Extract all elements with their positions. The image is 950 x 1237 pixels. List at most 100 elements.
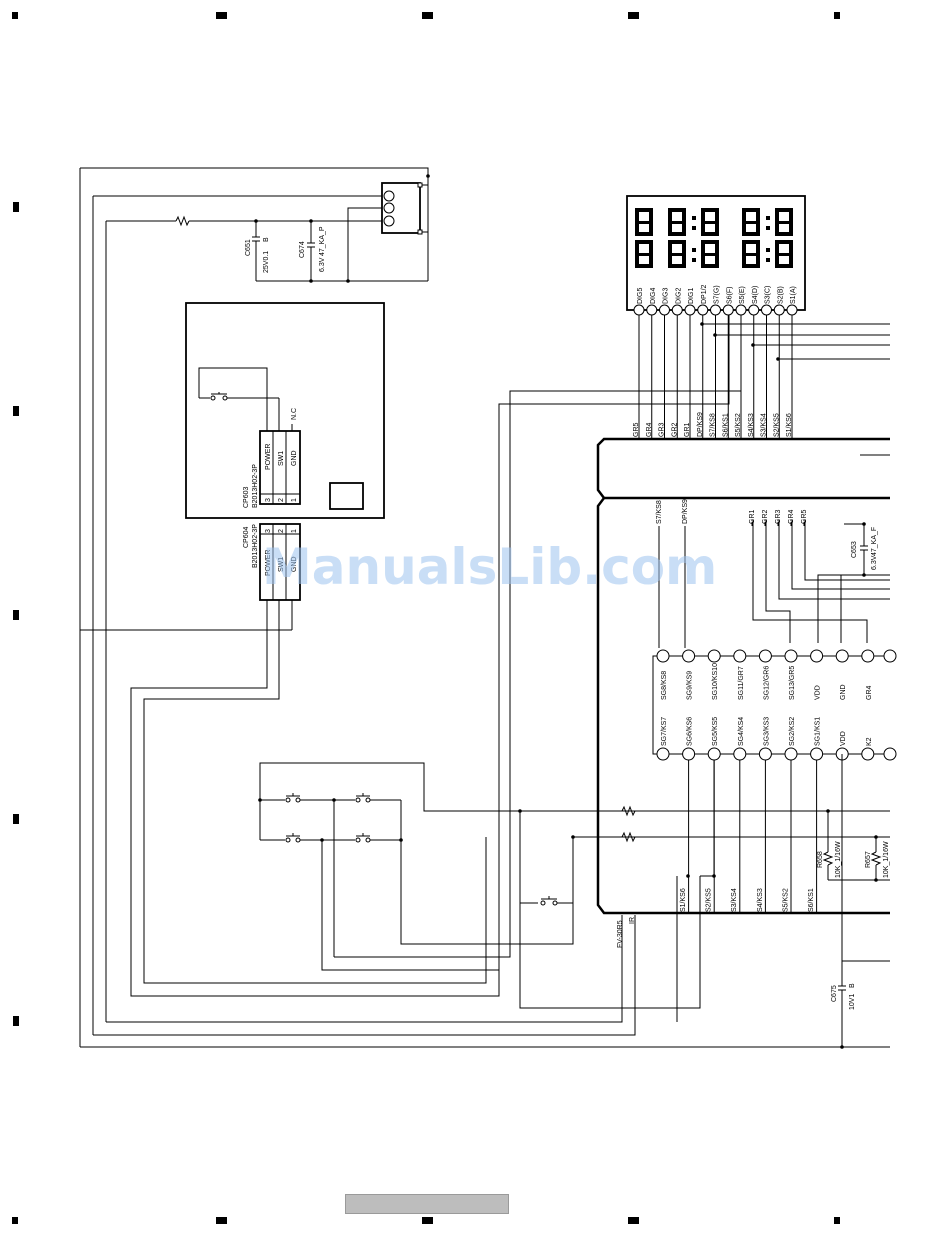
display-colon	[692, 226, 696, 230]
bus-top-label: GR1	[749, 510, 756, 525]
r657-ref: R657	[865, 851, 872, 868]
ic-bottom-pin-label: SG1/KS1	[815, 717, 822, 746]
cp604-signal-1: POWER	[265, 550, 272, 576]
bus-top-label: DP/KS9	[682, 499, 689, 524]
ic-top-pin-label: SG9/KS9	[687, 671, 694, 700]
cp603-name: CP603	[243, 486, 250, 508]
display-segment-gap	[670, 221, 684, 224]
display-segment	[668, 232, 686, 236]
display-colon	[766, 248, 770, 252]
display-pin	[710, 304, 721, 316]
display-segment	[701, 232, 719, 236]
ic-top-pin	[707, 649, 721, 663]
cp603-pin-1: 1	[291, 498, 298, 502]
power-switch-board	[185, 302, 385, 519]
cp604-part: B2013H02-3P	[252, 524, 259, 568]
display-pin	[697, 304, 709, 316]
ic-bottom-pin-label: SG7/KS7	[661, 717, 668, 746]
outer-wiring	[79, 167, 890, 1048]
display-pin	[722, 304, 734, 316]
page-footer-bar	[345, 1194, 509, 1214]
display-segment-gap	[637, 253, 651, 256]
display-pin-label: S2(B)	[777, 286, 784, 304]
display-pin	[633, 304, 645, 316]
display-pin	[735, 304, 747, 316]
display-segment	[742, 264, 760, 268]
display-pin-label: DIG4	[650, 288, 657, 304]
power-input-block	[106, 174, 430, 283]
c675-value: 10V1	[849, 994, 856, 1010]
display-pin	[646, 304, 658, 316]
display-pin-label: S3(C)	[765, 286, 772, 304]
ic-bottom-pin	[682, 747, 696, 761]
display-segment	[635, 232, 653, 236]
ic-top-pin-label: GND	[840, 684, 847, 700]
ic-top-pin	[733, 649, 747, 663]
ic-top-pin	[784, 649, 798, 663]
display-net-label: GR5	[633, 423, 640, 438]
display-pin	[748, 304, 760, 316]
display-pin-label: DP1/2	[701, 284, 708, 304]
cp603-signal-2: SW1	[278, 451, 285, 466]
bus-top-label: S7/KS8	[656, 500, 663, 524]
cp604-pin-3: 3	[265, 529, 272, 533]
r658-ref: R658	[817, 851, 824, 868]
ic-bottom-pin	[733, 747, 747, 761]
display-pin-label: DIG3	[663, 288, 670, 304]
display-segment-gap	[670, 253, 684, 256]
ic-bottom-pin-label: SG2/KS2	[789, 717, 796, 746]
display-pin	[684, 304, 696, 316]
c674-value: 47_KA_P	[319, 226, 326, 256]
cp604-connector	[130, 312, 730, 997]
ic-top-pin-label: GR4	[866, 686, 873, 701]
ic-bottom-pin-label: VDD	[840, 731, 847, 746]
ic-top-pin-label: VDD	[815, 685, 822, 700]
ic-top-pin	[835, 649, 849, 663]
display-pin-label: DIG5	[637, 288, 644, 304]
cp603-signal-3: GND	[291, 450, 298, 466]
display-pin	[761, 304, 772, 316]
cp604-pin-1: 1	[291, 529, 298, 533]
c651-ref: C651	[245, 239, 252, 256]
display-net-label: S5/KS2	[735, 413, 742, 437]
ic-bottom-pin-label: SG5/KS5	[712, 717, 719, 746]
display-pin-label: DIG2	[675, 288, 682, 304]
c651-type: B	[263, 237, 270, 242]
display-pin-label: S6(F)	[726, 287, 733, 305]
cp603-pin-2: 2	[278, 498, 285, 502]
display-pin-label: S1(A)	[790, 286, 797, 304]
display-segment-gap	[777, 253, 791, 256]
bus-top-label: GR3	[775, 510, 782, 525]
ic-top-pin-label: SG10/KS10	[712, 663, 719, 700]
bus-bottom-label: S3/KS4	[731, 888, 738, 912]
bus-top-label: GR4	[788, 510, 795, 525]
c653-block	[752, 520, 890, 643]
watermark: ManualsLib.com	[262, 538, 717, 596]
ic-bottom-pin-label: SG4/KS4	[738, 717, 745, 746]
display-colon	[692, 248, 696, 252]
ic-top-pin	[810, 649, 824, 663]
ic-bottom-pin-label: SG3/KS3	[763, 717, 770, 746]
registration-marks	[12, 12, 840, 1224]
r658-value: 10K_1/16W	[835, 841, 842, 878]
cp604-pin-2: 2	[278, 529, 285, 533]
ic-top-pin-label: SG13/GR5	[789, 666, 796, 700]
display-pin	[786, 304, 798, 316]
display-net-label: S3/KS4	[761, 413, 768, 437]
fl-display	[626, 195, 806, 311]
r657-value: 10K_1/16W	[883, 841, 890, 878]
display-segment-gap	[744, 253, 758, 256]
c651-value: 25V0.1	[263, 251, 270, 273]
display-segment	[701, 208, 719, 212]
display-pin-label: S7(G)	[714, 285, 721, 304]
bus-bar	[596, 437, 890, 915]
display-colon	[766, 216, 770, 220]
display-segment	[775, 208, 793, 212]
bus-bottom-label: S1/KS6	[680, 888, 687, 912]
display-segment	[668, 264, 686, 268]
